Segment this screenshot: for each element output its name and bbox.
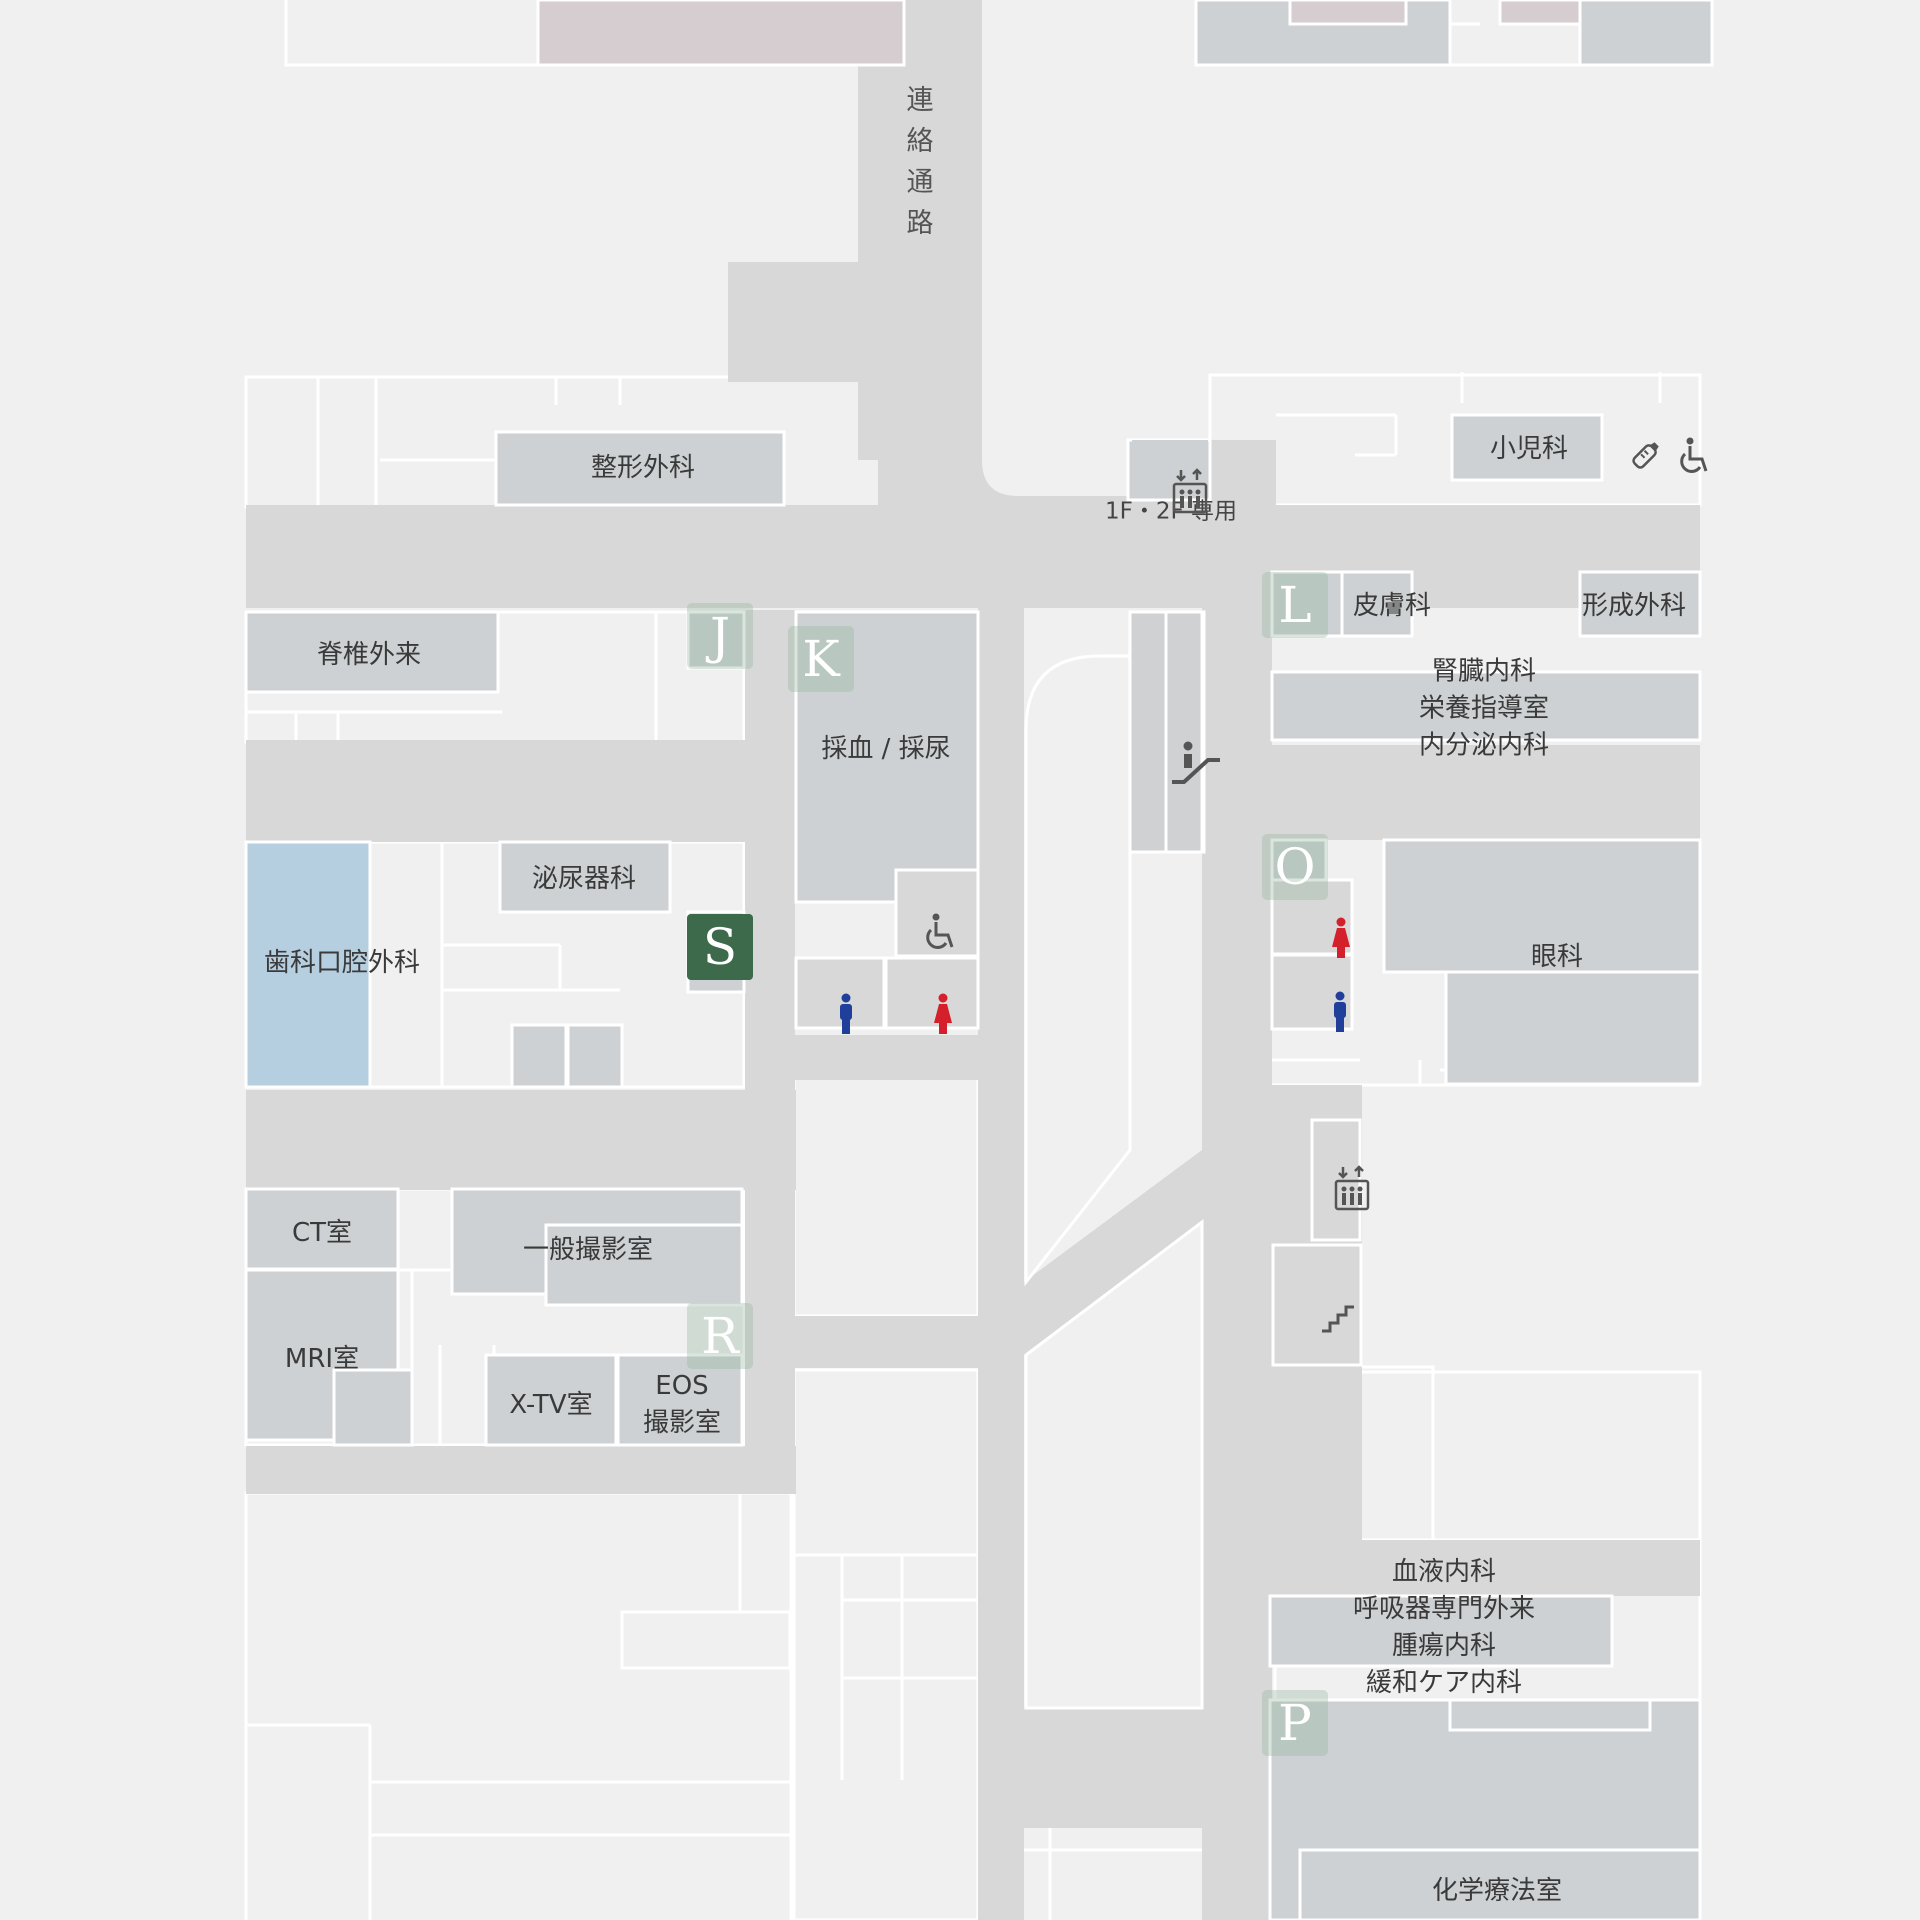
dept-chemotherapy[interactable]: 化学療法室: [1431, 1876, 1563, 1906]
connector-char: 通: [906, 167, 934, 198]
dept-nephrology: 腎臓内科: [1431, 656, 1537, 687]
dept-dental[interactable]: 歯科口腔外科: [263, 948, 421, 978]
dept-plastic[interactable]: 形成外科: [1581, 591, 1687, 621]
dept-spine[interactable]: 脊椎外来: [316, 640, 422, 670]
connector-char: 路: [906, 208, 934, 239]
current-location-badge-s[interactable]: S: [687, 914, 753, 980]
zone-badge-j[interactable]: J: [687, 603, 753, 669]
dept-dermatology[interactable]: 皮膚科: [1352, 591, 1432, 621]
room-eos[interactable]: EOS 撮影室: [643, 1368, 721, 1442]
dept-nutrition: 栄養指導室: [1418, 693, 1550, 724]
dept-pediatrics[interactable]: 小児科: [1489, 434, 1569, 464]
dept-blood-urine[interactable]: 採血 / 採尿: [821, 734, 951, 764]
room-xtv[interactable]: X-TV室: [509, 1390, 593, 1420]
dept-respiratory: 呼吸器専門外来: [1352, 1594, 1536, 1624]
corridors: [246, 0, 1700, 1920]
dept-palliative: 緩和ケア内科: [1365, 1668, 1523, 1698]
dept-endocrinology: 内分泌内科: [1418, 730, 1550, 761]
zone-badge-r[interactable]: R: [687, 1303, 753, 1369]
dept-urology[interactable]: 泌尿器科: [531, 864, 637, 894]
rooms: [244, 0, 1714, 1920]
connector-label: 連 絡 通 路: [903, 80, 937, 244]
highlight-room: [244, 840, 372, 1089]
room-eos-line2: 撮影室: [642, 1408, 722, 1438]
dept-ophthalmology[interactable]: 眼科: [1530, 942, 1584, 972]
dept-hematology-group[interactable]: 血液内科 呼吸器専門外来 腫瘍内科 緩和ケア内科: [1353, 1554, 1535, 1702]
dept-oncology: 腫瘍内科: [1391, 1631, 1497, 1661]
room-ct[interactable]: CT室: [291, 1218, 353, 1248]
zone-badge-l[interactable]: L: [1262, 572, 1328, 638]
zone-badge-o[interactable]: O: [1262, 834, 1328, 900]
room-general-xray[interactable]: 一般撮影室: [522, 1235, 654, 1265]
zone-badge-k[interactable]: K: [788, 626, 854, 692]
zone-badge-p[interactable]: P: [1262, 1690, 1328, 1756]
connector-char: 連: [906, 85, 934, 116]
dept-hematology: 血液内科: [1391, 1557, 1497, 1587]
elevator-note: 1F・2F 専用: [1104, 498, 1238, 525]
dept-orthopedics[interactable]: 整形外科: [590, 453, 696, 483]
dept-nephrology-group[interactable]: 腎臓内科 栄養指導室 内分泌内科: [1419, 654, 1549, 765]
room-mri[interactable]: MRI室: [284, 1344, 360, 1374]
room-eos-line1: EOS: [655, 1371, 709, 1401]
connector-char: 絡: [906, 126, 934, 157]
